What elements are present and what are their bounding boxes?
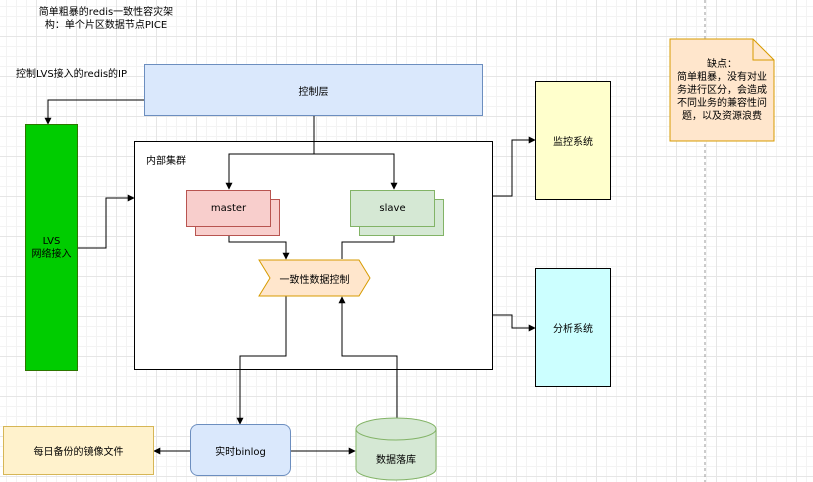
inner-control-to-slave-edge [314, 153, 398, 190]
master-label: master [210, 203, 247, 214]
monitor-system-box[interactable]: 监控系统 [535, 81, 611, 200]
consistency-control-shape[interactable] [258, 259, 371, 297]
datastore-box[interactable]: 数据落库 [355, 438, 437, 478]
control-layer-box[interactable]: 控制层 [144, 64, 483, 116]
inner-cluster-label: 内部集群 [146, 156, 186, 167]
datastore-label: 数据落库 [376, 454, 416, 466]
control-layer-label: 控制层 [298, 86, 329, 98]
slave-box[interactable]: slave [350, 190, 435, 227]
control-to-lvs-edge [44, 99, 144, 125]
note-text: 缺点： 简单粗暴，没有对业务进行区分，会造成不同业务的兼容性问题，以及资源浪费 [677, 59, 767, 122]
note-shape [669, 38, 775, 142]
monitor-system-label: 监控系统 [553, 137, 593, 148]
backup-file-label: 每日备份的镜像文件 [33, 447, 124, 458]
lvs-box[interactable]: LVS 网络接入 [25, 124, 78, 371]
datastore-cylinder[interactable] [355, 417, 437, 481]
slave-label: slave [379, 203, 406, 214]
master-box[interactable]: master [186, 190, 271, 227]
inner-control-to-master-edge [225, 141, 315, 190]
binlog-label: 实时binlog [215, 446, 266, 458]
inner-consistency-to-binlog-edge [239, 296, 287, 370]
backup-file-box[interactable]: 每日备份的镜像文件 [3, 426, 154, 475]
lvs-ip-label: 控制LVS接入的redis的IP [16, 69, 128, 80]
inner-datastore-to-consistency-edge [338, 296, 398, 370]
cluster-to-monitor-edge [493, 136, 536, 197]
lvs-to-cluster-edge [78, 194, 135, 249]
analysis-system-label: 分析系统 [553, 324, 593, 335]
binlog-box[interactable]: 实时binlog [190, 424, 291, 476]
consistency-control-box[interactable]: 一致性数据控制 [258, 259, 371, 297]
diagram-title: 简单粗暴的redis一致性容灾架 构：单个片区数据节点PICE [38, 7, 174, 31]
inner-cluster-container[interactable]: 内部集群 [134, 141, 493, 370]
analysis-system-box[interactable]: 分析系统 [535, 268, 611, 387]
consistency-control-label: 一致性数据控制 [279, 274, 350, 286]
cluster-to-analysis-edge [493, 314, 536, 332]
lvs-label: LVS 网络接入 [31, 235, 72, 260]
